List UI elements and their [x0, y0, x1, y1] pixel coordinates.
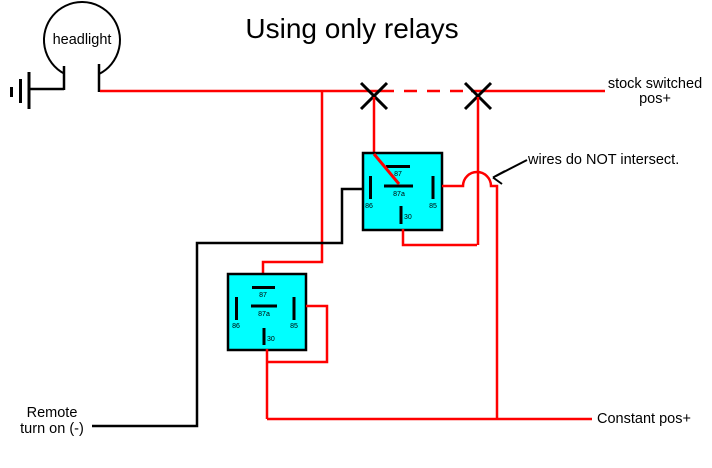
note-arrow-icon — [492, 159, 528, 185]
stock-switched-label-line1: stock switched — [607, 76, 703, 92]
remote-label-line2: turn on (-) — [20, 420, 84, 437]
lower-relay-pin-87: 87 — [259, 292, 267, 299]
stock-switched-label-line2: pos+ — [639, 91, 671, 107]
remote-label-line1: Remote — [26, 405, 78, 421]
upper-relay-pin-87a: 87a — [393, 191, 405, 198]
headlight-symbol — [42, 1, 121, 92]
lower-relay-pin-86: 86 — [232, 323, 240, 330]
upper-relay-pin-86: 86 — [365, 203, 373, 210]
wire-lower-relay-85 — [267, 304, 329, 364]
lower-relay-pin-87a: 87a — [258, 311, 270, 318]
diagram-title: Using only relays — [245, 13, 459, 44]
wire-hop — [442, 170, 499, 419]
remote-turn-on-wire — [92, 187, 363, 428]
constant-pos-label: Constant pos+ — [597, 411, 691, 427]
stock-switched-label: stock switched pos+ — [601, 77, 709, 107]
upper-relay: 87 87a 86 85 30 — [361, 151, 444, 232]
upper-relay-pin-30: 30 — [404, 214, 412, 221]
upper-relay-pin-85: 85 — [429, 203, 437, 210]
wires-note-label: wires do NOT intersect. — [528, 152, 680, 168]
wire-tap-to-lower-relay — [261, 91, 324, 287]
wire-upper-relay-30 — [401, 229, 477, 247]
remote-turn-on-label: Remote turn on (-) — [8, 405, 96, 437]
cut-x-right-icon — [463, 81, 493, 111]
upper-relay-pin-87: 87 — [394, 171, 402, 178]
lower-relay-pin-85: 85 — [290, 323, 298, 330]
lower-relay-body — [226, 272, 308, 352]
ground-symbol — [10, 72, 64, 109]
upper-relay-armature — [372, 153, 401, 185]
lower-relay-pin-30: 30 — [267, 336, 275, 343]
cut-x-left-icon — [359, 81, 389, 111]
headlight-label: headlight — [52, 32, 112, 48]
lower-relay: 87 87a 86 85 30 — [226, 272, 308, 352]
